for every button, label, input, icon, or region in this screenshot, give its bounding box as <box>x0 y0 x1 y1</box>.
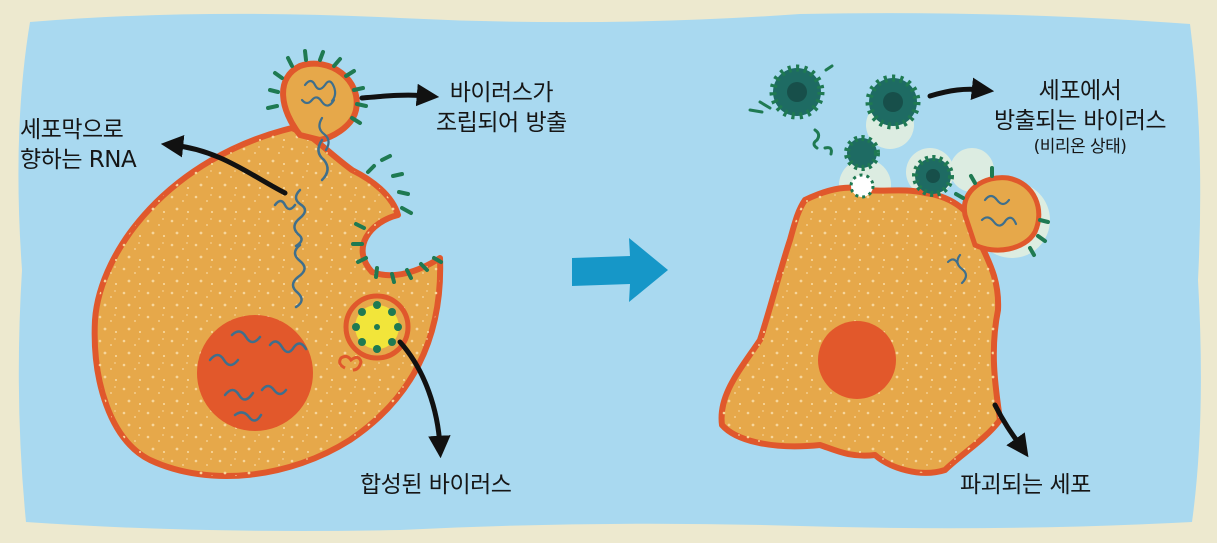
label-rna: 세포막으로 향하는 RNA <box>20 115 136 175</box>
label-assembly-line2: 조립되어 방출 <box>436 108 567 138</box>
nucleus <box>197 315 313 431</box>
label-destroyed: 파괴되는 세포 <box>960 470 1091 500</box>
label-assembly: 바이러스가 조립되어 방출 <box>436 78 567 138</box>
label-destroyed-text: 파괴되는 세포 <box>960 470 1091 500</box>
label-release-line2: 방출되는 바이러스 <box>960 106 1200 136</box>
label-release: 세포에서 방출되는 바이러스 (비리온 상태) <box>960 76 1200 158</box>
virion <box>869 78 917 126</box>
label-assembly-line1: 바이러스가 <box>436 78 567 108</box>
label-rna-line2: 향하는 RNA <box>20 145 136 175</box>
virion <box>773 68 821 116</box>
arrow-assembly <box>362 95 428 98</box>
virion <box>847 138 877 168</box>
label-release-line1: 세포에서 <box>960 76 1200 106</box>
label-synthesized: 합성된 바이러스 <box>360 470 511 500</box>
nucleus <box>818 321 896 399</box>
label-synthesized-text: 합성된 바이러스 <box>360 470 511 500</box>
label-virion-state: (비리온 상태) <box>960 136 1200 158</box>
label-rna-line1: 세포막으로 <box>20 115 136 145</box>
virion <box>915 158 951 194</box>
